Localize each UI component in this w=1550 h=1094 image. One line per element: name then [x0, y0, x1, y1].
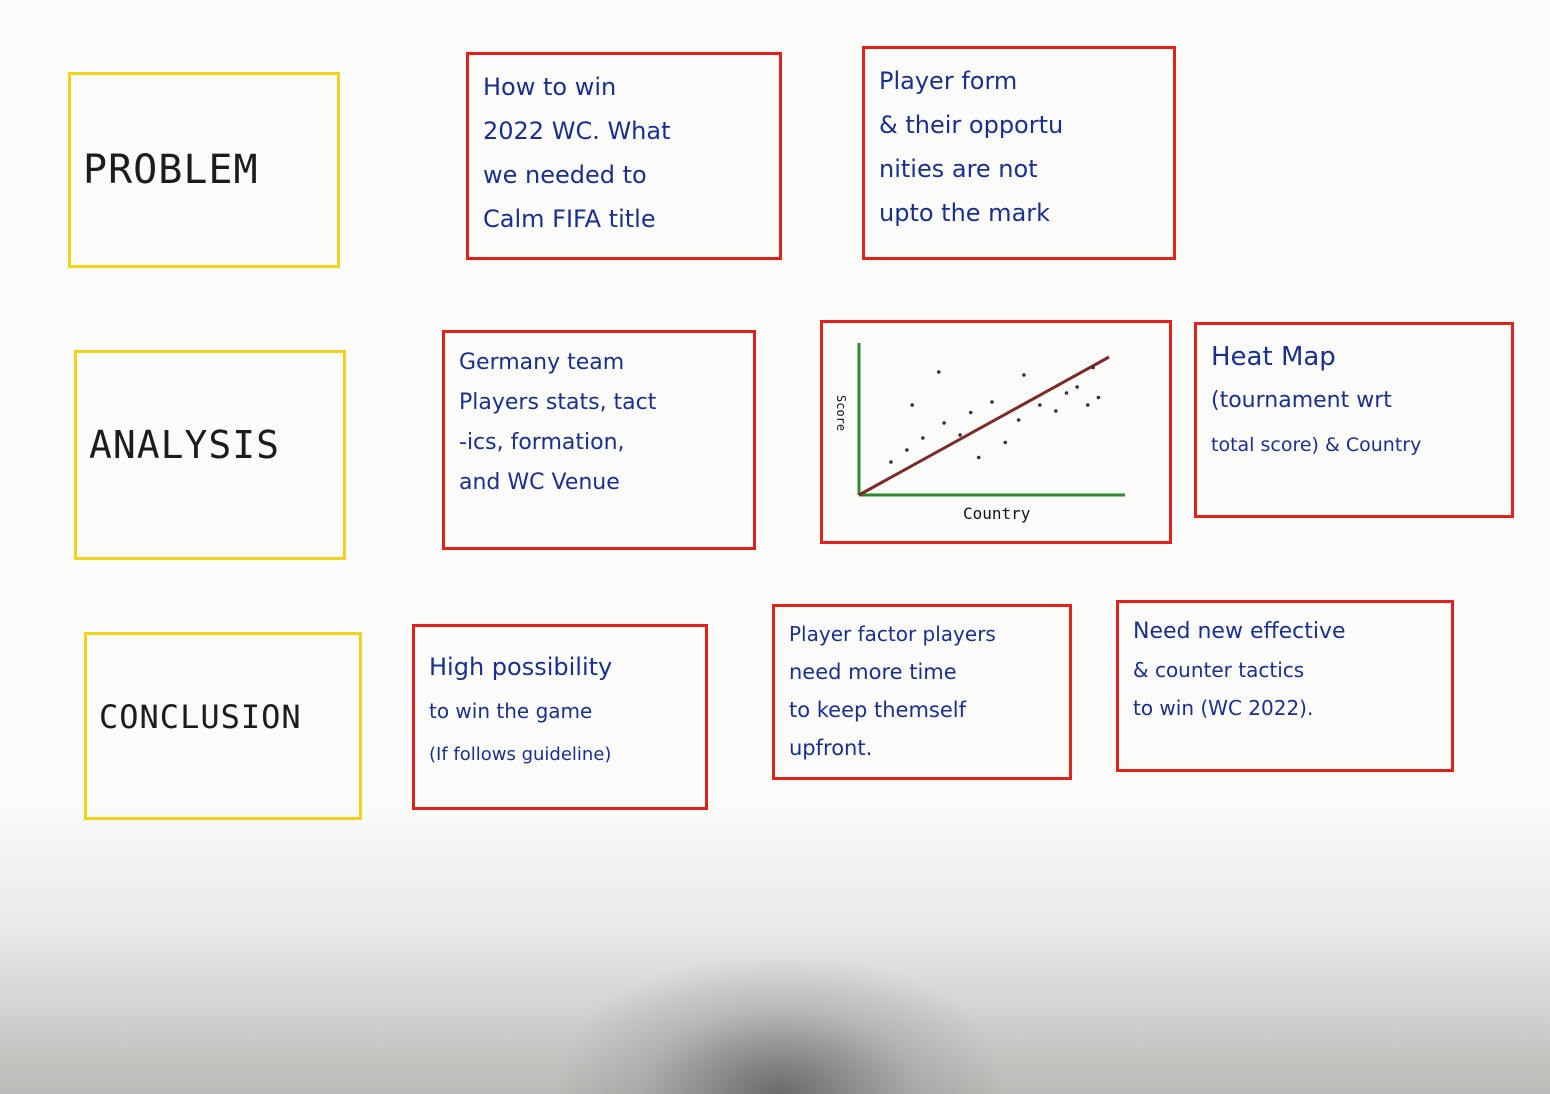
conclusion-card-1: High possibility to win the game (If fol… — [412, 624, 708, 810]
conclusion-label: CONCLUSION — [99, 697, 302, 736]
chart-point — [1003, 440, 1008, 445]
card-line: How to win — [483, 73, 617, 101]
chart-point — [1038, 403, 1042, 407]
chart-point — [1054, 409, 1058, 413]
y-axis-label: Score — [834, 395, 848, 431]
card-line: Need new effective — [1133, 619, 1346, 644]
chart-point — [1064, 391, 1069, 395]
chart-point — [1091, 365, 1095, 370]
card-line: need more time — [789, 660, 957, 684]
card-line: -ics, formation, — [459, 430, 625, 455]
chart-points — [889, 365, 1101, 464]
problem-card-1: How to win 2022 WC. What we needed to Ca… — [466, 52, 782, 260]
card-line: total score) & Country — [1211, 434, 1422, 456]
chart-point — [910, 403, 914, 407]
problem-card-2: Player form & their opportu nities are n… — [862, 46, 1176, 260]
card-line: Players stats, tact — [459, 390, 657, 415]
card-line: to keep themself — [789, 698, 967, 722]
chart-point — [889, 460, 893, 464]
card-line: (If follows guideline) — [429, 744, 612, 765]
chart-point — [1016, 418, 1021, 422]
chart-point — [921, 436, 925, 440]
chart-point — [1096, 395, 1101, 400]
card-line: Player factor players — [789, 622, 996, 646]
chart-point — [942, 421, 946, 425]
card-text: High possibility to win the game (If fol… — [429, 645, 697, 777]
chart-point — [968, 410, 973, 415]
card-line: Calm FIFA title — [483, 205, 656, 233]
card-line: we needed to — [483, 161, 647, 189]
card-line: 2022 WC. What — [483, 117, 671, 145]
x-axis-label: Country — [963, 504, 1031, 523]
trend-line — [858, 355, 1110, 497]
card-line: High possibility — [429, 653, 613, 681]
chart-point — [1085, 403, 1090, 407]
card-line: to win (WC 2022). — [1133, 696, 1314, 720]
chart-point — [905, 448, 909, 452]
conclusion-card-3: Need new effective & counter tactics to … — [1116, 600, 1454, 772]
problem-label-box: PROBLEM — [68, 72, 340, 268]
conclusion-label-box: CONCLUSION — [84, 632, 362, 820]
card-text: Player form & their opportu nities are n… — [879, 59, 1165, 235]
card-line: Germany team — [459, 350, 625, 375]
card-line: (tournament wrt — [1211, 388, 1392, 413]
card-line: Player form — [879, 67, 1018, 95]
analysis-label-box: ANALYSIS — [74, 350, 346, 560]
card-text: Heat Map (tournament wrt total score) & … — [1211, 335, 1503, 467]
analysis-chart-card: Country Score — [820, 320, 1172, 544]
analysis-card-1: Germany team Players stats, tact -ics, f… — [442, 330, 756, 550]
card-line: nities are not — [879, 155, 1038, 183]
analysis-label: ANALYSIS — [89, 422, 281, 467]
card-text: How to win 2022 WC. What we needed to Ca… — [483, 65, 771, 241]
paper-shadow-center — [560, 960, 1000, 1094]
chart-point — [958, 433, 962, 437]
card-text: Player factor players need more time to … — [789, 615, 1061, 767]
card-text: Need new effective & counter tactics to … — [1133, 613, 1443, 727]
card-line: & their opportu — [879, 111, 1064, 139]
card-line: upto the mark — [879, 199, 1051, 227]
card-line: Heat Map — [1211, 342, 1336, 372]
chart-point — [937, 370, 941, 374]
problem-label: PROBLEM — [83, 147, 259, 193]
chart-point — [976, 455, 981, 460]
chart-point — [1075, 385, 1079, 389]
card-line: & counter tactics — [1133, 658, 1305, 682]
chart-point — [1022, 373, 1026, 377]
scatter-chart: Country Score — [834, 343, 1125, 523]
card-line: upfront. — [789, 736, 873, 760]
card-line: and WC Venue — [459, 470, 620, 495]
card-line: to win the game — [429, 699, 593, 723]
analysis-card-3: Heat Map (tournament wrt total score) & … — [1194, 322, 1514, 518]
conclusion-card-2: Player factor players need more time to … — [772, 604, 1072, 780]
chart-point — [990, 400, 994, 404]
card-text: Germany team Players stats, tact -ics, f… — [459, 343, 745, 503]
